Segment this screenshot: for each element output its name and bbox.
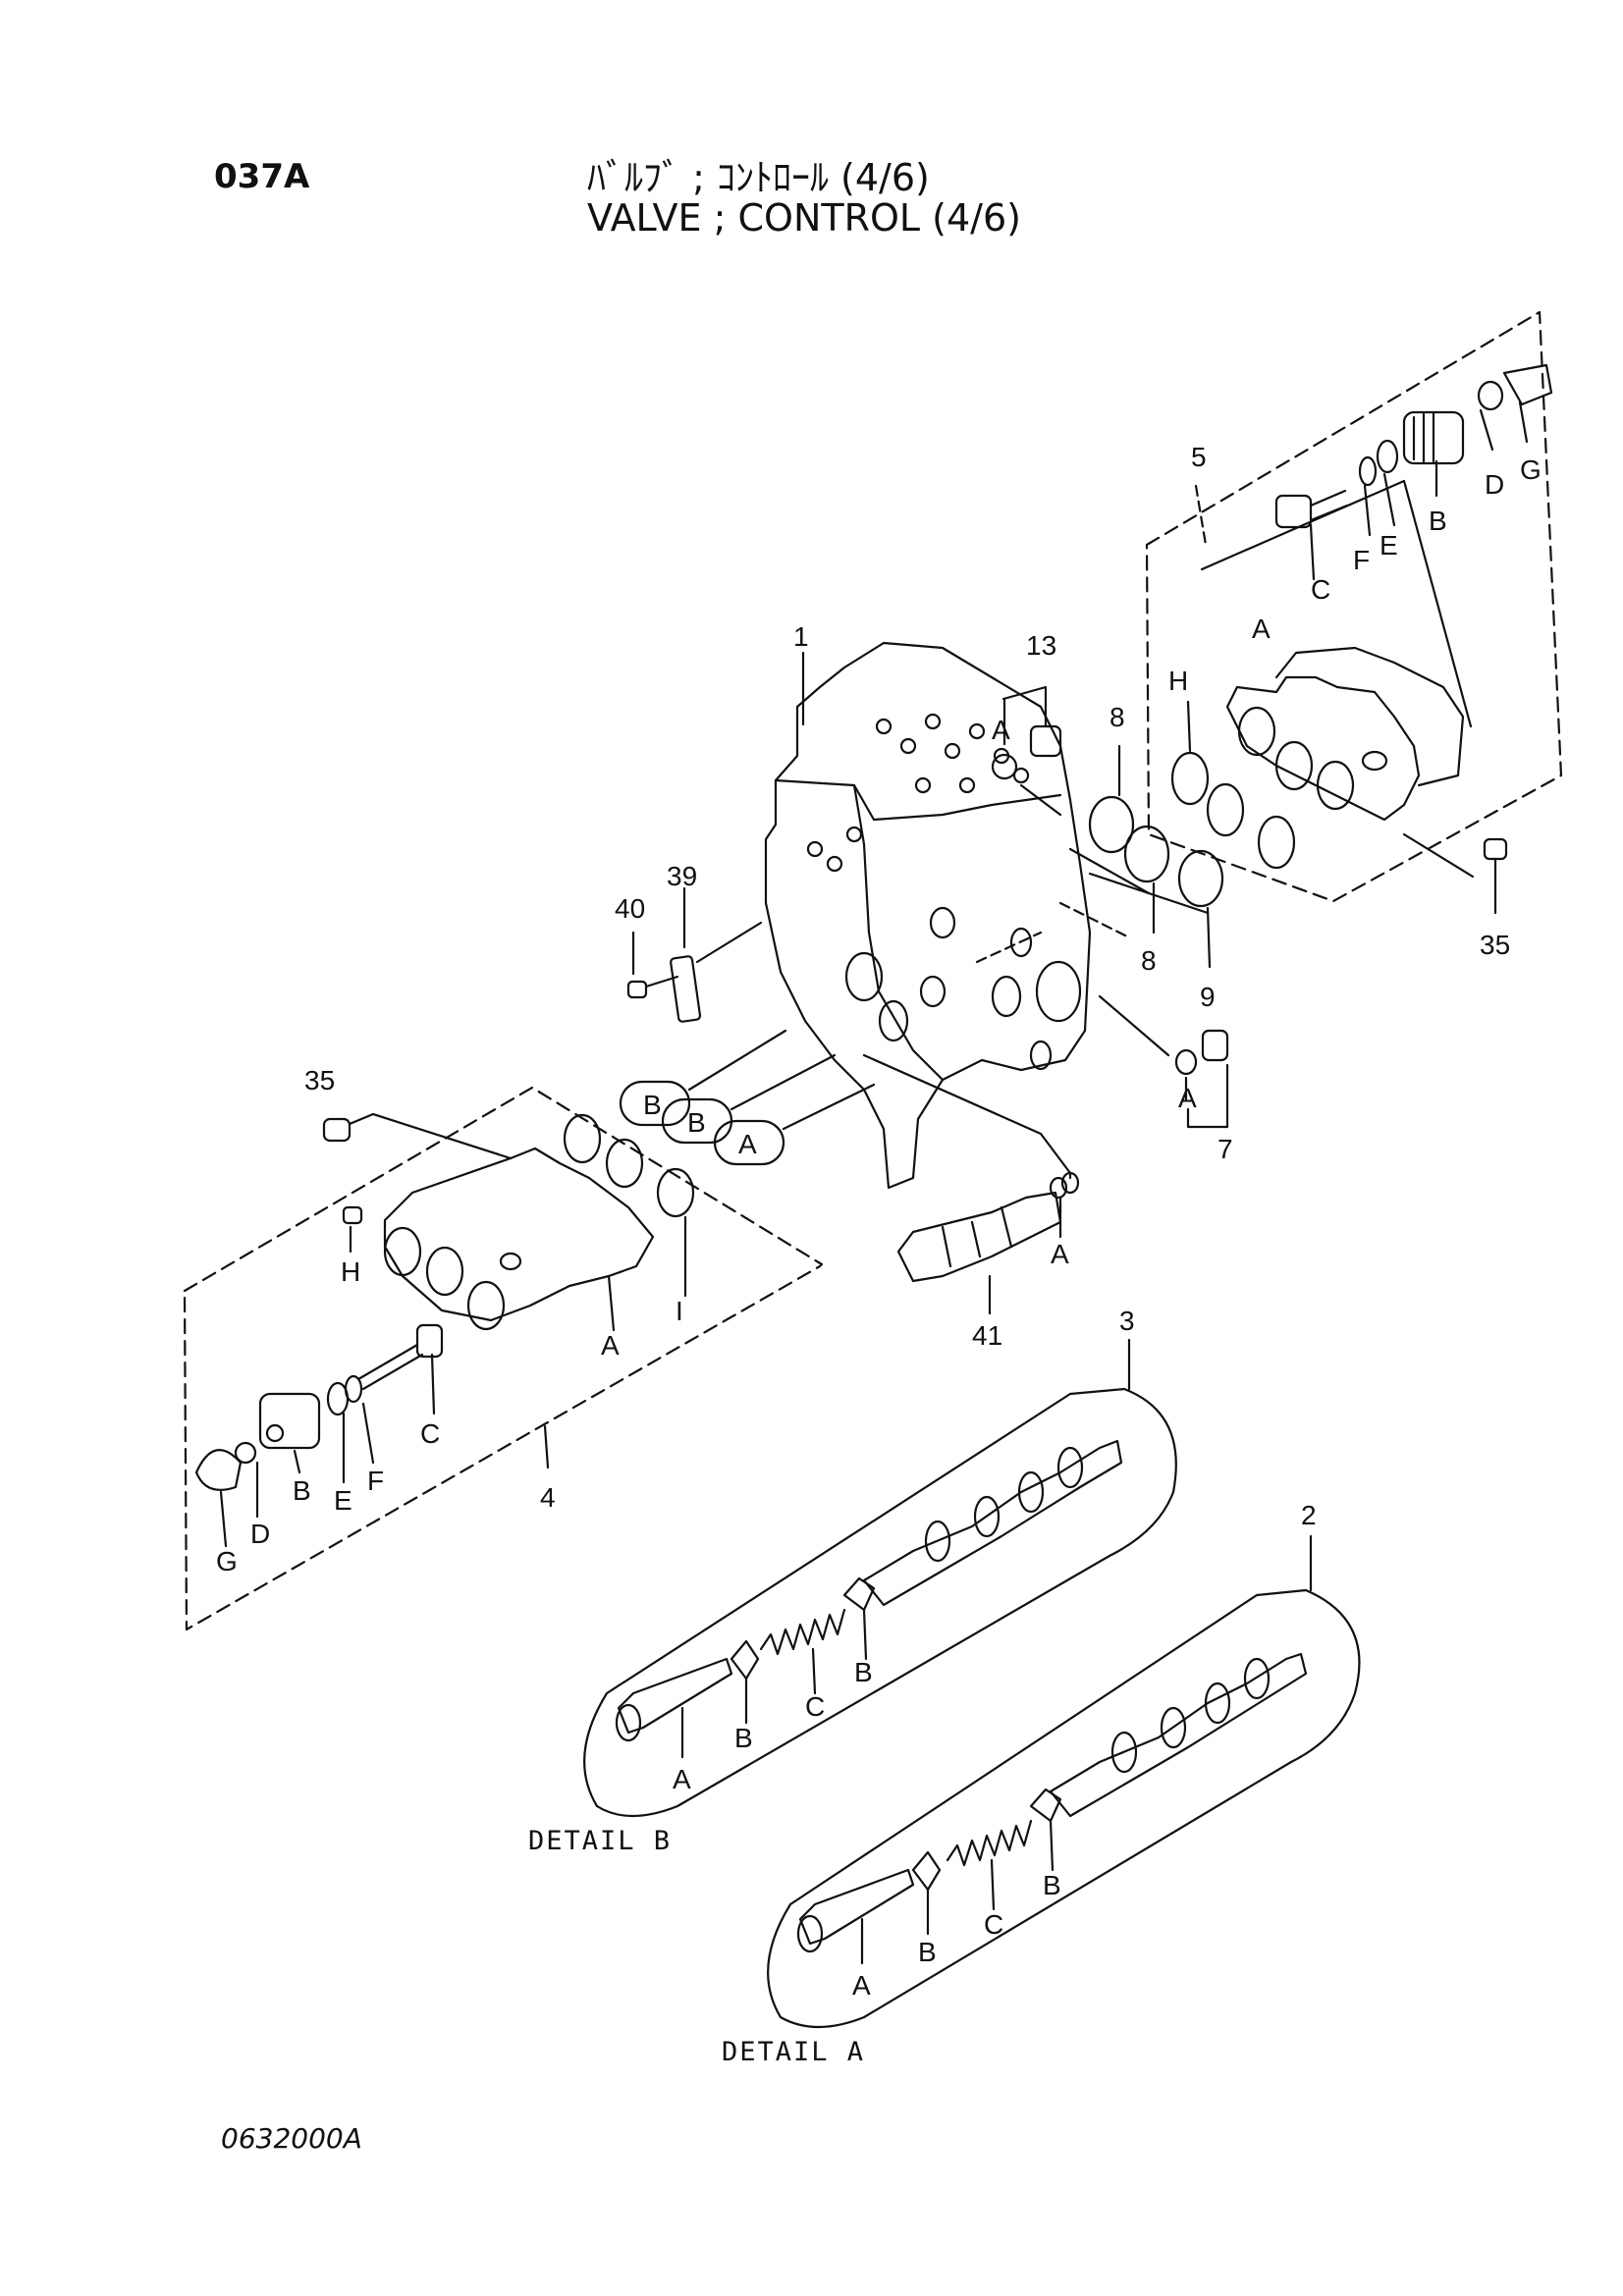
callout-40: 40 bbox=[615, 893, 645, 924]
o-ring-icon bbox=[656, 1167, 695, 1218]
callout-4: 4 bbox=[540, 1482, 556, 1513]
callout-8-top: 8 bbox=[1109, 702, 1125, 732]
adjuster-b-right bbox=[1402, 410, 1465, 465]
relief-valve-group-4: 35 H A I C F E B D G 4 bbox=[183, 1065, 824, 1631]
title-english: VALVE ; CONTROL (4/6) bbox=[587, 196, 1021, 240]
group5-label-d: D bbox=[1485, 469, 1504, 500]
relief-valve-group-5: C F E B D G A H 5 bbox=[1145, 310, 1563, 903]
detail-b-label-c: C bbox=[805, 1691, 825, 1722]
callout-41: 41 bbox=[972, 1320, 1002, 1351]
adjuster-b-left bbox=[258, 1392, 321, 1450]
group5-label-f: F bbox=[1353, 545, 1370, 575]
housing-a-left bbox=[383, 1147, 655, 1322]
detail-a-label-c: C bbox=[984, 1909, 1003, 1940]
part-41-spool-assembly: A 41 bbox=[862, 1053, 1080, 1351]
group5-label-b: B bbox=[1429, 506, 1447, 536]
group4-label-c: C bbox=[420, 1418, 440, 1449]
group4-label-f: F bbox=[367, 1466, 384, 1496]
detail-a-label-b2: B bbox=[1043, 1870, 1061, 1900]
detail-b-label-b2: B bbox=[854, 1657, 873, 1687]
callout-1: 1 bbox=[793, 621, 809, 652]
detail-a-label-b1: B bbox=[918, 1937, 937, 1967]
o-ring-icon bbox=[1206, 782, 1245, 837]
sleeves-8-9: 8 8 9 bbox=[1068, 702, 1224, 1012]
cap-g-icon-left bbox=[194, 1449, 243, 1491]
o-ring-icon bbox=[563, 1113, 602, 1164]
detail-b-label-b1: B bbox=[734, 1723, 753, 1753]
group5-label-h: H bbox=[1168, 666, 1188, 696]
group5-label-g: G bbox=[1520, 454, 1542, 485]
o-ring-e-icon bbox=[1376, 439, 1399, 474]
plug-7: A 7 bbox=[1098, 994, 1233, 1164]
callout-8-bottom: 8 bbox=[1141, 945, 1157, 976]
spool-label-a: A bbox=[738, 1129, 757, 1159]
cap-g-icon bbox=[1502, 363, 1553, 406]
group4-label-h: H bbox=[341, 1256, 360, 1287]
detail-b-caption: DETAIL B bbox=[528, 1826, 673, 1856]
spool-label-b-2: B bbox=[687, 1107, 706, 1138]
title-japanese: ﾊﾞﾙﾌﾞ ; ｺﾝﾄﾛｰﾙ (4/6) bbox=[587, 156, 930, 199]
detail-a-spool: 2 A B C B bbox=[767, 1500, 1361, 2029]
group4-label-d: D bbox=[250, 1519, 270, 1549]
o-ring-icon bbox=[605, 1138, 644, 1189]
detail-b-spool: 3 A B C B bbox=[583, 1306, 1177, 1818]
detail-b-label-a: A bbox=[673, 1764, 691, 1794]
o-ring-f-icon bbox=[1358, 455, 1378, 487]
nut-d-icon-left bbox=[234, 1441, 257, 1465]
group4-label-i: I bbox=[676, 1296, 683, 1326]
plate-39-bolt-40: 39 40 bbox=[615, 861, 763, 1023]
drawing-number: 0632000A bbox=[221, 2122, 362, 2155]
plug-13: 13 A bbox=[991, 630, 1062, 817]
nut-d-icon bbox=[1477, 380, 1504, 411]
group4-label-a: A bbox=[601, 1330, 620, 1361]
callout-9: 9 bbox=[1200, 982, 1216, 1012]
callout-35-left: 35 bbox=[304, 1065, 335, 1095]
detail-a-caption: DETAIL A bbox=[722, 2037, 866, 2067]
group4-label-e: E bbox=[334, 1485, 352, 1516]
callout-13: 13 bbox=[1026, 630, 1056, 661]
o-ring-icon bbox=[1257, 815, 1296, 870]
callout-3: 3 bbox=[1119, 1306, 1135, 1336]
plug13-label-a: A bbox=[992, 715, 1010, 745]
plug-c-right bbox=[1274, 489, 1349, 529]
o-ring-icon bbox=[1170, 751, 1210, 806]
group5-label-a: A bbox=[1252, 614, 1271, 644]
spools-in-body: B B A bbox=[619, 1029, 876, 1166]
group5-label-e: E bbox=[1380, 530, 1398, 561]
screw-35-right: 35 bbox=[1402, 832, 1510, 960]
group4-label-g: G bbox=[216, 1546, 238, 1576]
callout-35-right: 35 bbox=[1480, 930, 1510, 960]
housing-a-right bbox=[1225, 646, 1465, 822]
callout-2: 2 bbox=[1301, 1500, 1317, 1530]
group4-label-b: B bbox=[293, 1475, 311, 1506]
part41-label-a: A bbox=[1051, 1239, 1069, 1269]
plug7-label-a: A bbox=[1178, 1083, 1197, 1113]
callout-5: 5 bbox=[1191, 442, 1207, 472]
callout-7: 7 bbox=[1217, 1134, 1233, 1164]
valve-body-1: 1 bbox=[764, 621, 1131, 1190]
page-code: 037A bbox=[214, 157, 310, 196]
detail-a-label-a: A bbox=[852, 1970, 871, 2001]
callout-39: 39 bbox=[667, 861, 697, 891]
spool-label-b-1: B bbox=[643, 1090, 662, 1120]
group5-label-c: C bbox=[1311, 574, 1330, 605]
